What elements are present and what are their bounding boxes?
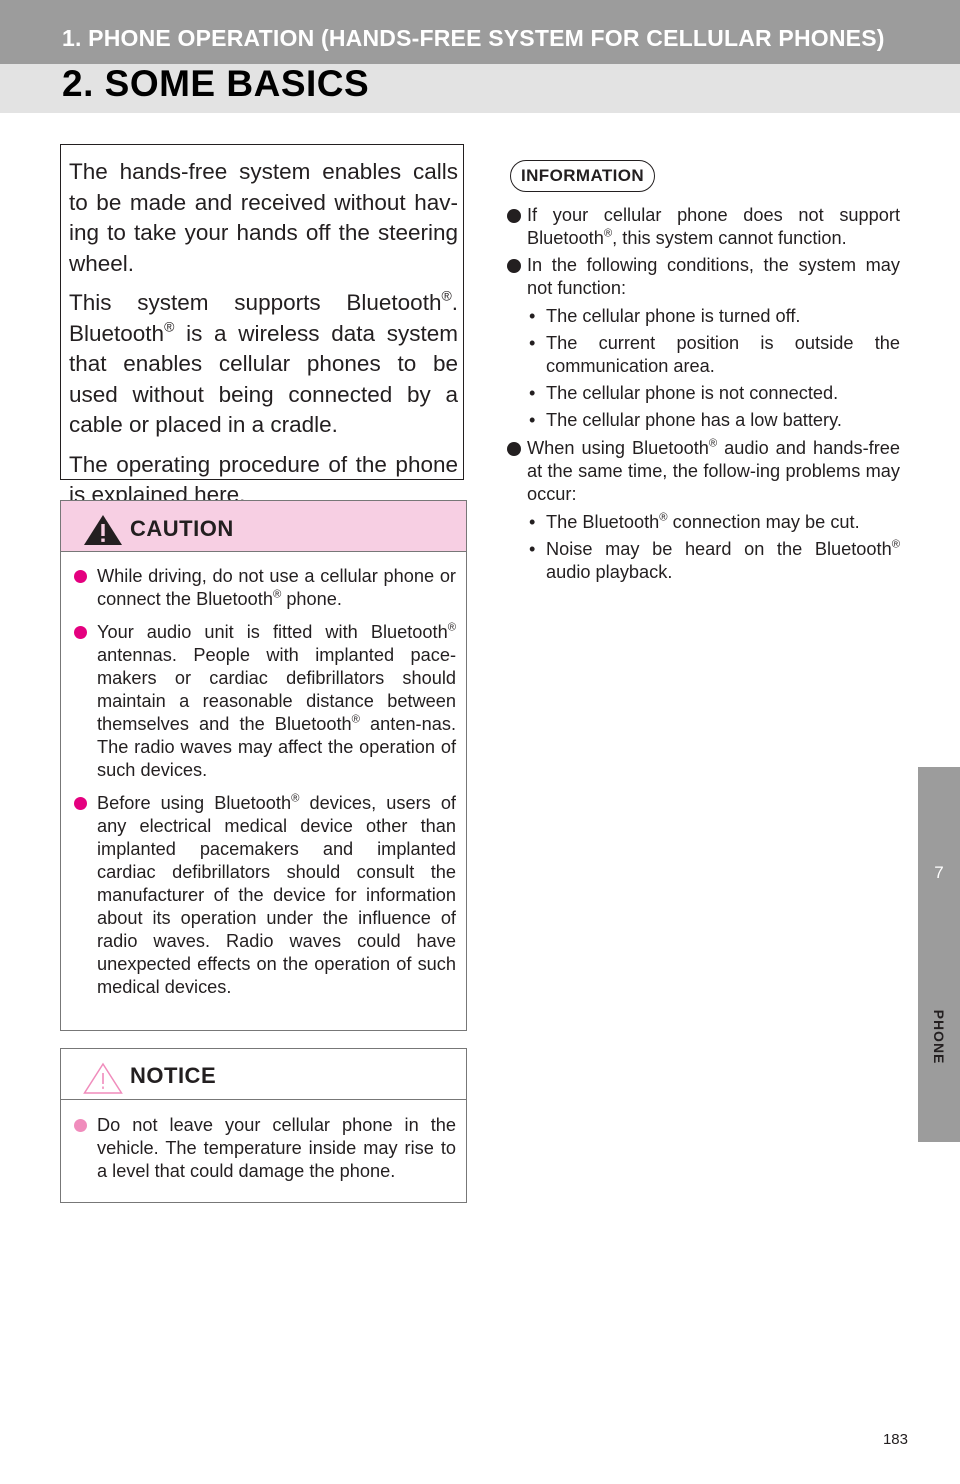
- sub-list-item: •The cellular phone is not connected.: [529, 383, 839, 403]
- chapter-label: PHONE: [931, 1009, 947, 1065]
- intro-paragraph: The operating procedure of the phone is …: [69, 451, 458, 508]
- warning-triangle-icon: [83, 1062, 123, 1094]
- sub-list-item: •The cellular phone has a low battery.: [529, 410, 842, 430]
- list-item: Your audio unit is fitted with Bluetooth…: [69, 621, 456, 782]
- caution-header: CAUTION: [61, 501, 466, 552]
- sub-list-item: •Noise may be heard on the Bluetooth® au…: [529, 538, 900, 582]
- intro-paragraph: This system supports Bluetooth®. Bluetoo…: [69, 287, 458, 437]
- list-item: If your cellular phone does not support …: [507, 204, 900, 250]
- chapter-number: 7: [934, 863, 944, 882]
- sub-list-item: •The cellular phone is turned off.: [529, 306, 801, 326]
- information-list: If your cellular phone does not support …: [507, 204, 900, 584]
- sub-list: •The cellular phone is turned off. •The …: [527, 305, 900, 432]
- list-item: Before using Bluetooth® devices, users o…: [69, 792, 456, 999]
- notice-title: NOTICE: [130, 1063, 217, 1088]
- information-badge: INFORMATION: [510, 160, 656, 192]
- page-header: 1. PHONE OPERATION (HANDS-FREE SYSTEM FO…: [0, 0, 960, 113]
- chapter-tab[interactable]: 7 PHONE: [918, 767, 960, 1142]
- bullet-icon: [74, 570, 87, 583]
- bullet-icon: [74, 1119, 87, 1132]
- list-item: While driving, do not use a cellular pho…: [69, 565, 456, 611]
- page-title: 2. SOME BASICS: [62, 63, 370, 104]
- list-item: When using Bluetooth® audio and hands-fr…: [507, 437, 900, 584]
- information-section: INFORMATION If your cellular phone does …: [507, 160, 900, 589]
- bullet-icon: [74, 797, 87, 810]
- intro-paragraph: The hands-free system enables calls to b…: [69, 159, 458, 276]
- sub-list-item: •The current position is outside the com…: [529, 333, 900, 376]
- list-item: In the following conditions, the system …: [507, 254, 900, 432]
- bullet-icon: [507, 259, 521, 273]
- notice-box: NOTICE Do not leave your cellular phone …: [60, 1048, 467, 1203]
- section-header-bar: 1. PHONE OPERATION (HANDS-FREE SYSTEM FO…: [0, 0, 960, 64]
- list-item: Do not leave your cellular phone in the …: [69, 1114, 456, 1183]
- notice-list: Do not leave your cellular phone in the …: [61, 1100, 466, 1183]
- sub-list: •The Bluetooth® connection may be cut. •…: [527, 511, 900, 584]
- caution-title: CAUTION: [130, 516, 234, 541]
- notice-header: NOTICE: [61, 1049, 466, 1100]
- caution-list: While driving, do not use a cellular pho…: [61, 552, 466, 999]
- caution-box: CAUTION While driving, do not use a cell…: [60, 500, 467, 1031]
- bullet-icon: [507, 442, 521, 456]
- intro-box: The hands-free system enables calls to b…: [60, 144, 464, 507]
- sub-list-item: •The Bluetooth® connection may be cut.: [529, 511, 860, 532]
- warning-triangle-icon: [84, 515, 122, 545]
- bullet-icon: [74, 626, 87, 639]
- bullet-icon: [507, 209, 521, 223]
- page-number: 183: [882, 1431, 908, 1448]
- section-title: 1. PHONE OPERATION (HANDS-FREE SYSTEM FO…: [62, 25, 885, 51]
